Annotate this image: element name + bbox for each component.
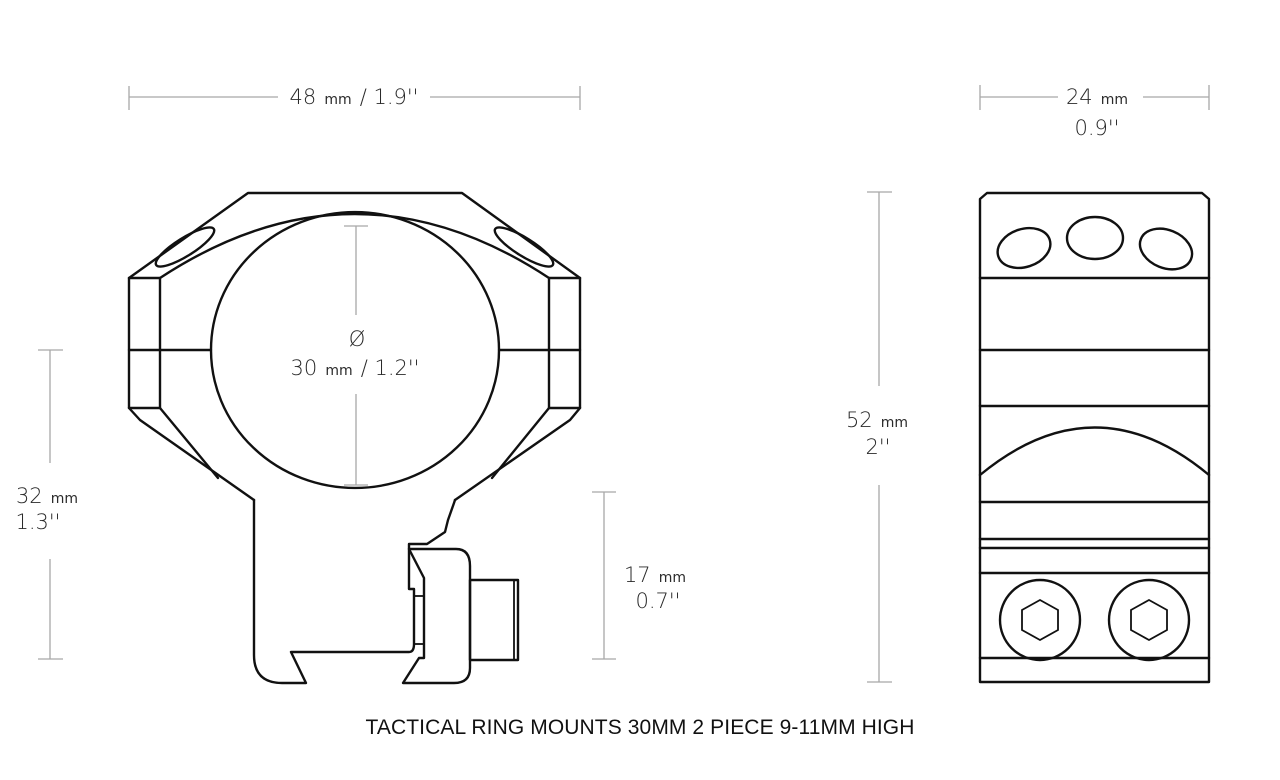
svg-text:Ø: Ø: [349, 327, 366, 351]
svg-text:52 mm: 52 mm: [846, 408, 908, 432]
svg-text:32 mm: 32 mm: [16, 484, 78, 508]
height-dimension-side: 52 mm 2'': [846, 191, 908, 683]
width-dimension-front: 48 mm / 1.9'': [128, 85, 581, 110]
top-screw-holes: [996, 215, 1194, 271]
width-dimension-side: 24 mm 0.9'': [979, 85, 1210, 140]
hex-bolt-left: [998, 578, 1082, 662]
product-caption: TACTICAL RING MOUNTS 30MM 2 PIECE 9-11MM…: [365, 716, 915, 739]
svg-text:0.7'': 0.7'': [636, 589, 681, 613]
svg-text:0.9'': 0.9'': [1075, 116, 1120, 140]
ring-mount-front-view: Ø 30 mm / 1.2'': [127, 191, 582, 685]
svg-text:17 mm: 17 mm: [624, 563, 686, 587]
bore-diameter-dimension: Ø 30 mm / 1.2'': [291, 225, 420, 486]
hex-bolt-right: [1107, 578, 1191, 662]
svg-text:24 mm: 24 mm: [1066, 85, 1128, 109]
base-height-dimension: 17 mm 0.7'': [592, 491, 686, 660]
svg-text:2'': 2'': [866, 435, 891, 459]
ring-mount-side-view: [978, 191, 1211, 684]
svg-text:1.3'': 1.3'': [16, 510, 61, 534]
svg-text:48 mm / 1.9'': 48 mm / 1.9'': [290, 85, 419, 109]
height-dimension-front: 32 mm 1.3'': [16, 349, 78, 660]
svg-text:30 mm / 1.2'': 30 mm / 1.2'': [291, 356, 420, 380]
